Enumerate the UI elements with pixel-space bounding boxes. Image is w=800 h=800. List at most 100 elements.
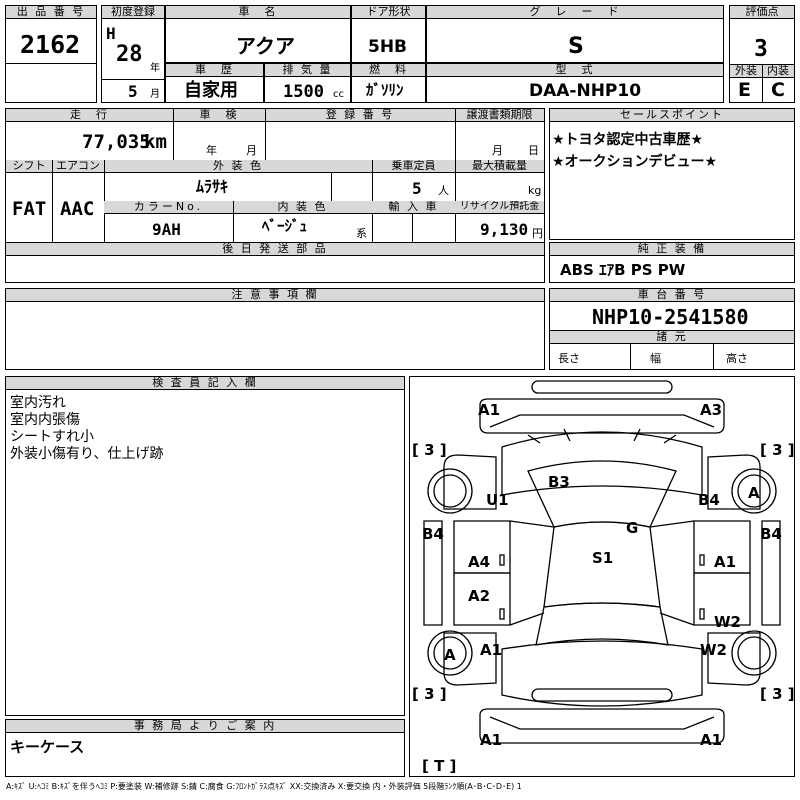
car-name-label: 車 名: [166, 6, 350, 19]
ext-label: 外装: [730, 65, 762, 78]
ac-label: エアコン: [52, 160, 104, 173]
sales-points-box: セールスポイント ★トヨタ認定中古車歴★ ★オークションデビュー★: [549, 108, 795, 240]
equipment-label: 純 正 装 備: [550, 243, 794, 256]
equipment-box: 純 正 装 備 ABS ｴｱB PS PW: [549, 242, 795, 283]
reg-year: 28: [116, 42, 143, 67]
grade-value: S: [568, 34, 584, 59]
car-name: アクア: [236, 34, 295, 58]
interior-color-value: ﾍﾞｰｼﾞｭ: [262, 217, 308, 235]
chassis-label: 車 台 番 号: [550, 289, 794, 302]
displacement-unit: cc: [333, 89, 344, 100]
color-no-label: カラーNo.: [104, 201, 233, 214]
registration-label: 登 録 番 号: [265, 109, 455, 122]
damage-mark-m-a2: A2: [468, 587, 490, 605]
interior-color-unit: 系: [356, 227, 367, 240]
damage-mark-m-t: [ T ]: [422, 757, 456, 775]
transfer-day-unit: 日: [528, 144, 539, 157]
lot-label: 出 品 番 号: [6, 6, 96, 19]
score-value: 3: [754, 36, 768, 62]
grade-box: グ レ ー ド S: [426, 5, 724, 63]
damage-mark-m-w2-r: W2: [714, 613, 741, 631]
office-box: 事 務 局 よ り ご 案 内 キーケース: [5, 719, 405, 777]
shift-label: シフト: [6, 160, 52, 173]
exterior-color-label: 外 装 色: [104, 160, 372, 173]
damage-mark-m-g: G: [626, 519, 638, 537]
recycle-value: 9,130: [480, 220, 529, 239]
damage-mark-m-3-br: [ 3 ]: [760, 685, 794, 703]
damage-mark-m-b4-l: B4: [422, 525, 444, 543]
damage-mark-m-u1: U1: [486, 491, 509, 509]
sales-label: セールスポイント: [550, 109, 794, 122]
displacement-label: 排 気 量: [265, 64, 350, 77]
notes-label: 注 意 事 項 欄: [6, 289, 544, 302]
inspector-notes: 室内汚れ 室内内張傷 シートすれ小 外装小傷有り、仕上げ跡: [10, 395, 164, 462]
first-registration-box: 初度登録 H 28 年 5 月: [101, 5, 165, 103]
shift-value: FAT: [12, 198, 47, 220]
recycle-unit: 円: [532, 227, 543, 240]
sales-line-1: ★トヨタ認定中古車歴★: [552, 132, 704, 148]
int-score: C: [771, 79, 785, 101]
spec-label: 諸 元: [550, 331, 794, 344]
damage-mark-m-a1-tl: A1: [478, 401, 500, 419]
history-label: 車 歴: [166, 64, 263, 77]
equipment-value: ABS ｴｱB PS PW: [560, 261, 686, 279]
inspection-month-unit: 月: [246, 144, 257, 157]
chassis-number: NHP10-2541580: [592, 305, 749, 329]
damage-mark-m-b3: B3: [548, 473, 570, 491]
month-unit: 月: [150, 89, 160, 100]
import-label: 輸 入 車: [372, 201, 455, 214]
damage-mark-m-3-tr: [ 3 ]: [760, 441, 794, 459]
color-no-value: 9AH: [152, 220, 181, 239]
legend: A:ｷｽﾞ U:ﾍｺﾐ B:ｷｽﾞを伴うﾍｺﾐ P:要塗装 W:補修跡 S:錆 …: [6, 782, 522, 791]
length-label: 長さ: [558, 352, 580, 365]
exterior-color-value: ﾑﾗｻｷ: [196, 177, 229, 196]
load-unit: kg: [528, 184, 542, 197]
damage-mark-m-w2-rl: W2: [700, 641, 727, 659]
capacity-value: 5: [412, 179, 422, 198]
score-label: 評価点: [730, 6, 794, 19]
recycle-label: リサイクル預託金: [455, 201, 544, 214]
displacement-box: 排 気 量 1500 cc: [264, 63, 351, 103]
ext-score: E: [738, 79, 751, 101]
inspection-label: 車 検: [173, 109, 265, 122]
displacement-value: 1500: [283, 82, 324, 102]
lot-box: 出 品 番 号 2162: [5, 5, 97, 103]
car-name-box: 車 名 アクア: [165, 5, 351, 63]
damage-mark-m-a-r: A: [748, 484, 760, 502]
mileage-value: 77,035: [82, 131, 151, 153]
inspector-box: 検 査 員 記 入 欄 室内汚れ 室内内張傷 シートすれ小 外装小傷有り、仕上げ…: [5, 376, 405, 716]
width-label: 幅: [650, 352, 661, 365]
lot-number: 2162: [20, 30, 81, 59]
fuel-label: 燃 料: [352, 64, 425, 77]
door-label: ドア形状: [352, 6, 425, 19]
damage-mark-m-b4-rr: B4: [760, 525, 782, 543]
damage-mark-m-a1-mr: A1: [714, 553, 736, 571]
door-box: ドア形状 5HB: [351, 5, 426, 63]
sales-line-2: ★オークションデビュー★: [552, 154, 718, 170]
damage-mark-m-a4: A4: [468, 553, 490, 571]
chassis-box: 車 台 番 号 NHP10-2541580 諸 元 長さ 幅 高さ: [549, 288, 795, 370]
score-box: 評価点 3 外装 内装 E C: [729, 5, 795, 103]
year-unit: 年: [150, 63, 160, 74]
damage-mark-m-b4-r: B4: [698, 491, 720, 509]
vehicle-details-box: 走 行 車 検 登 録 番 号 譲渡書類期限 77,035 km 年 月 月 日…: [5, 108, 545, 283]
inspection-year-unit: 年: [206, 144, 217, 157]
mileage-label: 走 行: [6, 109, 173, 122]
era: H: [106, 24, 116, 43]
damage-mark-m-a-l: A: [444, 646, 456, 664]
height-label: 高さ: [726, 352, 748, 365]
ac-value: AAC: [60, 198, 95, 220]
capacity-label: 乗車定員: [372, 160, 455, 173]
model-box: 型 式 DAA-NHP10: [426, 63, 724, 103]
model-label: 型 式: [427, 64, 723, 77]
transfer-label: 譲渡書類期限: [455, 109, 544, 122]
history-box: 車 歴 自家用: [165, 63, 264, 103]
damage-mark-m-3-tl: [ 3 ]: [412, 441, 447, 459]
inspector-label: 検 査 員 記 入 欄: [6, 377, 404, 390]
damage-mark-m-3-bl: [ 3 ]: [412, 685, 447, 703]
damage-mark-m-a3-tr: A3: [700, 401, 722, 419]
door-type: 5HB: [368, 37, 408, 57]
load-label: 最大積載量: [455, 160, 544, 173]
capacity-unit: 人: [438, 184, 449, 197]
